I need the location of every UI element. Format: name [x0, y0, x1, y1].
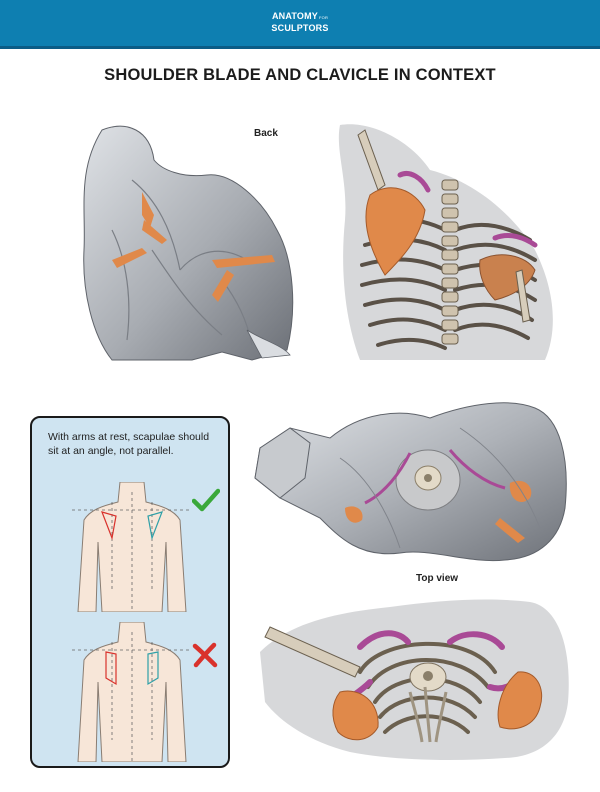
brand-logo: ANATOMYFOR SCULPTORS [260, 11, 340, 33]
top-muscle-figure [254, 402, 567, 562]
back-skeleton-figure [338, 124, 553, 360]
scapula-angle-panel: With arms at rest, scapulae should sit a… [30, 416, 230, 768]
back-label: Back [254, 128, 278, 139]
brand-line-1: ANATOMY [271, 11, 319, 21]
panel-instruction-text: With arms at rest, scapulae should sit a… [48, 431, 210, 457]
header-bar: ANATOMYFOR SCULPTORS [0, 0, 600, 49]
red-x-icon [192, 642, 218, 668]
brand-line-2: SCULPTORS [271, 23, 329, 33]
green-checkmark-icon [192, 488, 220, 512]
brand-line-1-small: FOR [319, 15, 329, 20]
incorrect-torso-diagram [72, 622, 192, 762]
back-muscle-figure [83, 125, 294, 361]
page-title: SHOULDER BLADE AND CLAVICLE IN CONTEXT [104, 66, 496, 84]
top-skeleton-figure [260, 599, 569, 760]
correct-torso-diagram [72, 482, 192, 612]
top-view-label: Top view [416, 573, 459, 584]
